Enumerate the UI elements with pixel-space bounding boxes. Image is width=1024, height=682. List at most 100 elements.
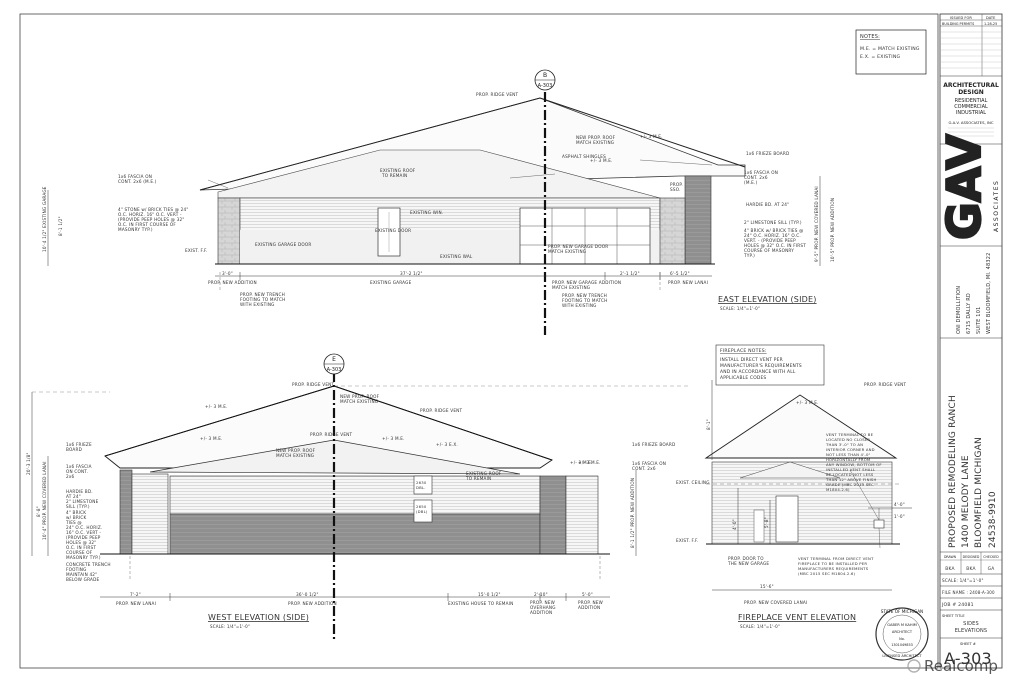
sheet-number: A-303 [944,649,992,668]
project-line-2: 1400 MELODY LANE [961,455,971,548]
west-new-roof-1: NEW PROP. ROOF [340,394,380,399]
firm-title-2: DESIGN [958,89,984,96]
east-new-lanai: PROP. NEW LANAI [668,280,708,285]
west-limestone-1: 2" LIMESTONE [66,499,99,504]
west-trench-4: BELOW GRADE [66,577,100,582]
title-scale: SCALE: 1/4"=1'-0" [942,578,984,583]
fp-vent-note-11: GRADE (MBC 2015 SEC [826,482,874,487]
west-elevation-labels: PROP. RIDGE VENT PROP. RIDGE VENT PROP. … [26,382,675,629]
signoff-designed: BKA [966,566,975,572]
east-brick-r-3: VERT. - (PROVIDE PEEP [744,238,796,243]
seal-top: STATE OF MICHIGAN [881,609,923,614]
west-dim-vl2: 10'-4" PROP. NEW COVERED LANAI [42,461,47,540]
east-fascia-l-2: CONT. 2x6 (M.E.) [118,179,157,184]
east-existing-wal: EXISTING WAL [440,254,473,259]
sheet-no-label: SHEET # [960,642,976,646]
west-me-4: +/- 3 M.E. [382,436,405,441]
watermark-text: Realcomp [924,657,998,675]
east-prop-addition: PROP. NEW ADDITION [208,280,257,285]
west-hardie-2: AT 24" [66,494,81,499]
east-prop-sso-1: PROP. [670,182,683,187]
west-dim-4: 2'-10" [534,592,548,597]
east-dim-r1: 2'-1 1/2" [620,271,640,276]
east-brick-r-1: 4" BRICK w/ BRICK TIES @ [744,228,804,233]
fp-dim-v2: 8'-1" [706,419,711,430]
east-dim-vl2: 8'-1 1/2" [58,216,63,236]
firm-logo: GAV ASSOCIATES [936,133,1000,241]
west-brick-3: TIES @ [65,520,82,525]
west-dim-vl: 20'-3 1/8" [26,452,31,475]
firm-name: G.A.V. ASSOCIATES, INC [948,120,993,125]
fp-vent-note2-1: VENT TERMINAL FROM DIRECT VENT [798,556,874,561]
fireplace-scale: SCALE: 1/4"=1'-0" [740,624,780,629]
east-hardie-label: HARDIE BD. AT 24" [746,202,789,207]
east-exist-ff: EXIST. F.F. [185,248,207,253]
seal-bottom: LICENSED ARCHITECT [882,654,922,658]
west-existing-roof-1: EXISTING ROOF [466,471,502,476]
west-brick-8: O.C. IN FIRST [66,545,96,550]
west-trench-1: CONCRETE TRENCH [66,562,111,567]
drawing-border [19,13,939,669]
client-line-4: WEST BLOOMFIELD, MI. 48322 [986,252,992,334]
east-new-garage-door-2: MATCH EXISTING [548,249,586,254]
fireplace-note-3: AND IN ACCORDANCE WITH ALL [720,369,796,375]
east-fascia-r-1: 1x6 FASCIA ON [744,170,778,175]
fp-ridge-vent: PROP. RIDGE VENT [864,382,906,387]
fp-vent-note-2: LOCATED NO CLOSER [826,437,870,442]
west-dim-vl3: 8'-8" [36,506,41,517]
fp-dim-v3: 5'-8" [764,517,769,528]
fp-dim-v1: 4'-0" [732,519,737,530]
west-dim-1: 7'-2" [130,592,141,597]
west-window-2a: 2650 [416,504,427,509]
east-dim-mid: 37'-2 1/2" [400,271,423,276]
fp-vent-note-9: BE LOCATED NOT LESS [826,472,874,477]
west-brick-5: 16" O.C. VERT - [66,530,101,535]
west-lbl-1: PROP. NEW LANAI [116,601,156,606]
east-elevation-labels: PROP. RIDGE VENT ASPHALT SHINGLES NEW PR… [42,92,835,311]
east-trench-l-2: FOOTING TO MATCH [240,297,285,302]
west-lbl-4c: ADDITION [530,610,552,615]
east-dim-left: 3'-0" [222,271,233,276]
west-me-2: +/- 3 M.E. [200,436,223,441]
fp-dim-h: 15'-6" [760,584,774,589]
west-frieze-r: 1x6 FRIEZE BOARD [632,442,675,447]
client-line-2: 6715 DALLY RD [966,293,972,334]
job-number: JOB # 24081 [941,602,974,608]
west-me-3: +/- 3 E.X. [436,442,458,447]
realcomp-watermark: Realcomp [907,657,998,675]
west-lbl-5b: ADDITION [578,605,600,610]
fp-vent-note-1: VENT TERMINAL TO BE [826,432,874,437]
section-marker-letter: B [543,72,547,79]
east-garage-addition-1: PROP. NEW GARAGE ADDITION [552,280,621,285]
west-window-1a: 2630 [416,480,427,485]
east-trench-l-3: WITH EXISTING [240,302,275,307]
notes-box: NOTES: M.E. = MATCH EXISTING E.X. = EXIS… [855,29,927,75]
fp-vent-note-4: INTERIOR CORNER AND [826,447,875,452]
firm-type-3: INDUSTRIAL [956,110,986,116]
fp-dim-c2: 1'-0" [894,514,905,519]
west-fascia-r-1: 1x6 FASCIA ON [632,461,666,466]
title-block: ISSUED FOR DATE BUILDING PERMITS 1-28-25… [936,13,1003,669]
west-hardie-1: HARDIE BD. [66,489,93,494]
east-new-garage-door-1: PROP. NEW GARAGE DOOR [548,244,608,249]
east-existing-win: EXISTING WIN. [410,210,443,215]
east-stone-1: 4" STONE w/ BRICK TIES @ 24" [118,207,189,212]
east-garage-addition-2: MATCH EXISTING [552,285,590,290]
fp-vent-note-5: NOT LESS THAN 4'-0" [826,452,871,457]
east-stone-4: O.C. IN FIRST COURSE OF [118,222,176,227]
fp-door-1: PROP. DOOR TO [728,556,764,561]
east-brick-r-5: COURSE OF MASONRY [744,248,794,253]
project-line-3: BLOOMFIELD MICHIGAN [974,437,984,548]
west-dim-5: 5'-0" [582,592,593,597]
east-trench-l-1: PROP. NEW TRENCH [240,292,285,297]
east-fascia-r-2: CONT. 2x6 [744,175,768,180]
west-existing-roof-2: TO REMAIN [465,476,491,481]
east-existing-garage: EXISTING GARAGE [370,280,412,285]
fp-vent-note2-4: (MBC 2015 SEC M1804.2.6) [798,571,855,576]
east-stone-3: (PROVIDE PEEP HOLES @ 32" [118,217,184,222]
west-me-5: +/- 3 M.E. [578,460,601,465]
fp-vent-note-7: ANY WINDOW, BOTTOM OF [826,462,882,467]
sheet-title-1: SIDES [963,621,979,627]
east-new-roof-label-2: MATCH EXISTING [576,140,614,145]
